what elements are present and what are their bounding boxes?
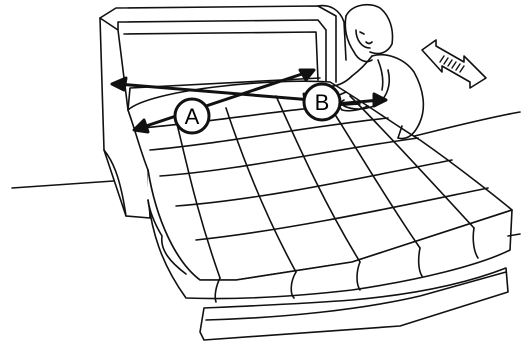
label-b: B — [304, 84, 340, 120]
wall-floor-line — [398, 112, 520, 140]
label-b-text: B — [315, 90, 330, 115]
shake-motion-icon — [422, 40, 486, 88]
floor-line-left — [12, 180, 128, 188]
label-a: A — [175, 99, 209, 133]
label-a-text: A — [185, 104, 200, 129]
